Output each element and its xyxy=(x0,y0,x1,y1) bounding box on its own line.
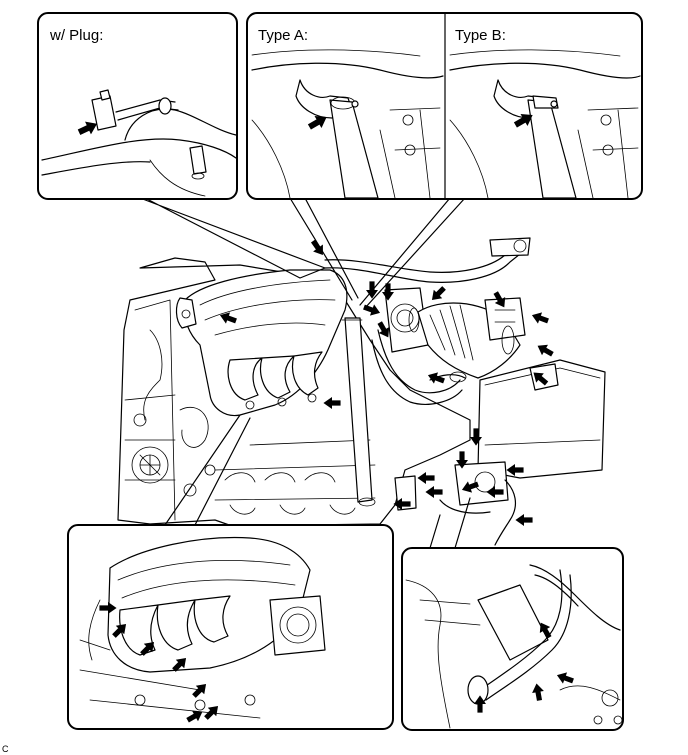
figure-code: C xyxy=(2,744,9,754)
type-b-drawing xyxy=(449,49,641,199)
type-callout-panel: Type A: Type B: xyxy=(246,12,643,200)
engine-assembly xyxy=(117,237,606,546)
type-b-label: Type B: xyxy=(455,27,506,44)
manifold-detail-panel xyxy=(67,524,394,730)
plug-label: w/ Plug: xyxy=(49,27,103,44)
plug-callout-panel: w/ Plug: xyxy=(37,12,238,200)
type-a-label: Type A: xyxy=(258,27,308,44)
canister-detail-panel xyxy=(401,547,624,731)
type-a-drawing xyxy=(251,49,444,199)
callout-leaders xyxy=(139,197,471,549)
